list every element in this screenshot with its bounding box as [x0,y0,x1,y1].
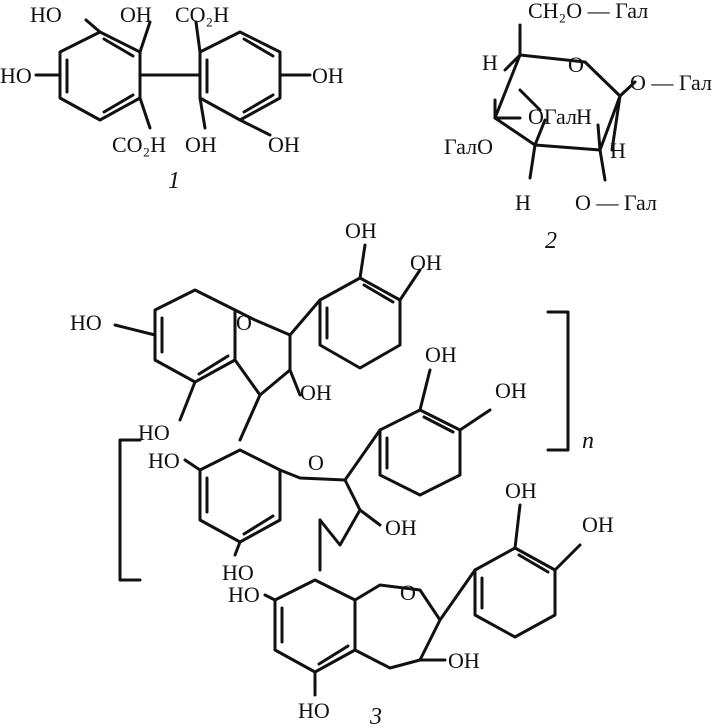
c3-l-o: O [400,580,416,605]
c1-co2h-top: CO₂H [175,2,229,27]
c3-m-oh-b: OH [495,378,527,403]
c1-compound-number: 1 [168,168,180,194]
c1-oh-bottom-1: OH [185,132,217,157]
c2-o-gal-bottom: O — Гал [575,190,657,215]
c1-oh-right: OH [312,63,344,88]
compound-2: CH₂O — Гал O H O — Гал OГал H ГалO H H O… [444,0,712,254]
c3-u-ho2: HO [138,420,170,445]
c3-l-ho2: HO [298,698,330,723]
c3-u-oh-c: OH [300,380,332,405]
c2-compound-number: 2 [545,228,557,254]
c2-h-1: H [482,50,498,75]
c1-oh-bottom-2: OH [268,132,300,157]
c2-h-2: H [576,104,592,129]
c3-m-oh-a: OH [425,342,457,367]
c2-o-gal-right: O — Гал [630,70,712,95]
compound-3-middle-unit [183,368,492,572]
c3-l-oh-c: OH [448,648,480,673]
c2-h-3: H [610,138,626,163]
compound-3-lower-unit [263,503,582,697]
c3-m-ho: HO [148,448,180,473]
c3-l-ho: HO [228,582,260,607]
c1-ho-left: HO [0,63,32,88]
c3-repeat-index: n [582,428,594,454]
c3-l-oh-b: OH [582,512,614,537]
compound-2-bonds [493,23,637,182]
c2-ch2o-gal: CH₂O — Гал [528,0,648,23]
c1-co2h-bottom: CO₂H [112,132,166,157]
c3-bracket-right [546,310,570,452]
c2-o-ring: O [568,52,584,77]
compound-1: HO OH CO₂H HO OH CO₂H OH OH 1 [0,2,344,194]
compound-3: OH OH HO O OH HO n OH OH HO O [70,218,614,728]
c1-ho-top: HO [30,2,62,27]
c3-u-ho: HO [70,310,102,335]
c3-bracket-left [118,438,142,582]
c2-h-4: H [515,190,531,215]
c3-compound-number: 3 [369,704,382,728]
compound-1-bonds [34,18,312,137]
c3-l-oh-a: OH [505,478,537,503]
c3-u-oh-b: OH [410,250,442,275]
compound-3-upper-unit [113,243,422,442]
c2-galo: ГалO [444,134,493,159]
c3-u-oh-a: OH [345,218,377,243]
c3-m-ho2: HO [222,560,254,585]
c3-m-oh-c: OH [385,515,417,540]
c1-oh-top: OH [120,2,152,27]
c3-m-o: O [308,450,324,475]
c3-u-o: O [236,310,252,335]
c2-o-gal-mid: OГал [528,104,577,129]
